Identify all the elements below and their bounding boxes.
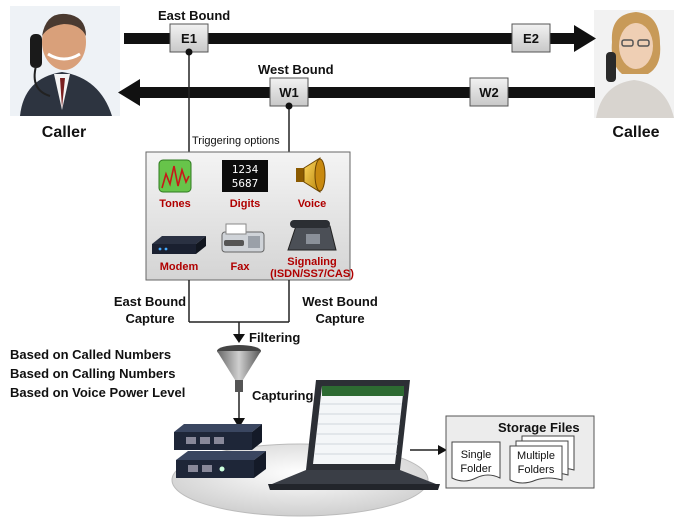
funnel-output-arrowhead [233,418,245,428]
callee-image [594,10,674,118]
multiple-folders-label-2: Folders [518,464,555,476]
filter-criterion-voice-power: Based on Voice Power Level [10,385,185,400]
westbound-arrow [118,79,595,106]
single-folder-label-2: Folder [460,463,492,475]
tap-lines [188,52,290,152]
tap-point-e1-label: E1 [181,31,197,46]
multiple-folders-label-1: Multiple [517,450,555,462]
tap-point-w1: W1 [269,77,309,107]
eastbound-arrow [124,25,596,52]
eastbound-label: East Bound [158,8,230,23]
signaling-sublabel: (ISDN/SS7/CAS) [270,268,354,280]
west-capture-label-1: West Bound [302,294,378,309]
modem-icon [152,236,206,254]
capture-device-icon [174,424,266,478]
single-folder-label-1: Single [461,449,492,461]
phone-icon [287,220,337,251]
east-capture-label-2: Capture [125,311,174,326]
tap-dot-e1 [185,48,193,56]
caller-image [10,6,120,116]
east-capture-label-1: East Bound [114,294,186,309]
tap-point-w2-label: W2 [479,85,499,100]
digits-display-icon: 1234 5687 [222,160,268,192]
capture-lines [188,280,290,334]
filter-arrowhead [233,334,245,343]
multiple-folders-icon: Multiple Folders [509,435,575,484]
funnel-icon [217,345,261,392]
filtering-label: Filtering [249,330,300,345]
single-folder-icon: Single Folder [451,441,501,482]
fax-label: Fax [231,261,251,273]
signaling-label: Signaling [287,256,337,268]
speaker-icon [296,157,326,193]
callee-label: Callee [612,124,659,141]
tap-dot-w1 [285,102,293,110]
tones-label: Tones [159,198,191,210]
digits-display-line2: 5687 [232,177,259,190]
tap-point-e2: E2 [511,23,551,53]
west-capture-label-2: Capture [315,311,364,326]
tones-icon [158,159,192,193]
modem-label: Modem [160,261,199,273]
capturing-label: Capturing [252,388,313,403]
voice-label: Voice [298,198,327,210]
filter-criterion-calling: Based on Calling Numbers [10,366,175,381]
westbound-label: West Bound [258,62,334,77]
storage-title: Storage Files [498,420,580,435]
tap-point-e1: E1 [169,23,209,53]
digits-display-line1: 1234 [232,163,259,176]
tap-point-e2-label: E2 [523,31,539,46]
filter-criterion-called: Based on Called Numbers [10,347,171,362]
caller-label: Caller [42,124,86,141]
tap-point-w1-label: W1 [279,85,299,100]
storage-arrowhead [438,445,447,455]
fax-icon [221,223,265,253]
tap-point-w2: W2 [469,77,509,107]
digits-label: Digits [230,198,261,210]
laptop-icon [268,380,440,490]
triggering-title: Triggering options [192,135,280,147]
